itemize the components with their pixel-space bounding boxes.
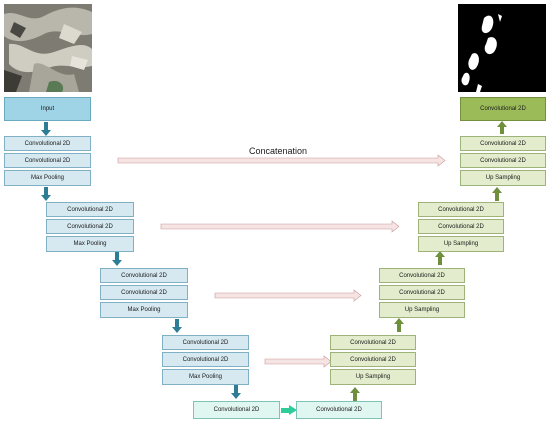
max-pooling-block: Max Pooling xyxy=(4,170,91,186)
up-sampling-block: Up Sampling xyxy=(379,302,465,318)
encoder-conv-block: Convolutional 2D xyxy=(46,219,134,234)
encoder-conv-block: Convolutional 2D xyxy=(162,335,249,350)
output-block: Convolutional 2D xyxy=(460,97,546,121)
output-mask xyxy=(458,4,546,92)
bottleneck-arrow xyxy=(281,405,297,415)
decoder-conv-block: Convolutional 2D xyxy=(379,268,465,283)
skip-arrow xyxy=(160,220,400,233)
bottleneck-conv-block: Convolutional 2D xyxy=(296,401,382,419)
up-arrow xyxy=(492,187,502,201)
encoder-conv-block: Convolutional 2D xyxy=(4,136,91,151)
decoder-conv-block: Convolutional 2D xyxy=(418,202,504,217)
down-arrow xyxy=(112,252,122,266)
encoder-conv-block: Convolutional 2D xyxy=(100,285,188,300)
max-pooling-block: Max Pooling xyxy=(100,302,188,318)
input-image xyxy=(4,4,92,92)
decoder-conv-block: Convolutional 2D xyxy=(418,219,504,234)
decoder-conv-block: Convolutional 2D xyxy=(460,136,546,151)
up-sampling-block: Up Sampling xyxy=(418,236,504,252)
up-arrow xyxy=(435,251,445,265)
skip-arrow xyxy=(117,154,446,167)
max-pooling-block: Max Pooling xyxy=(162,369,249,385)
decoder-conv-block: Convolutional 2D xyxy=(330,352,416,367)
down-arrow xyxy=(231,385,241,399)
input-image-texture xyxy=(4,4,92,92)
input-block: Input xyxy=(4,97,91,121)
up-arrow xyxy=(497,121,507,134)
up-arrow xyxy=(394,318,404,332)
down-arrow xyxy=(41,187,51,201)
decoder-conv-block: Convolutional 2D xyxy=(379,285,465,300)
output-mask-shapes xyxy=(458,4,546,92)
decoder-conv-block: Convolutional 2D xyxy=(330,335,416,350)
bottleneck-conv-block: Convolutional 2D xyxy=(193,401,280,419)
down-arrow xyxy=(41,122,51,136)
encoder-conv-block: Convolutional 2D xyxy=(46,202,134,217)
up-sampling-block: Up Sampling xyxy=(330,369,416,385)
encoder-conv-block: Convolutional 2D xyxy=(162,352,249,367)
encoder-conv-block: Convolutional 2D xyxy=(100,268,188,283)
skip-arrow xyxy=(214,289,362,302)
skip-arrow xyxy=(264,355,332,368)
up-arrow xyxy=(350,387,360,401)
decoder-conv-block: Convolutional 2D xyxy=(460,153,546,168)
encoder-conv-block: Convolutional 2D xyxy=(4,153,91,168)
down-arrow xyxy=(172,319,182,333)
concatenation-label: Concatenation xyxy=(249,146,308,156)
up-sampling-block: Up Sampling xyxy=(460,170,546,186)
max-pooling-block: Max Pooling xyxy=(46,236,134,252)
